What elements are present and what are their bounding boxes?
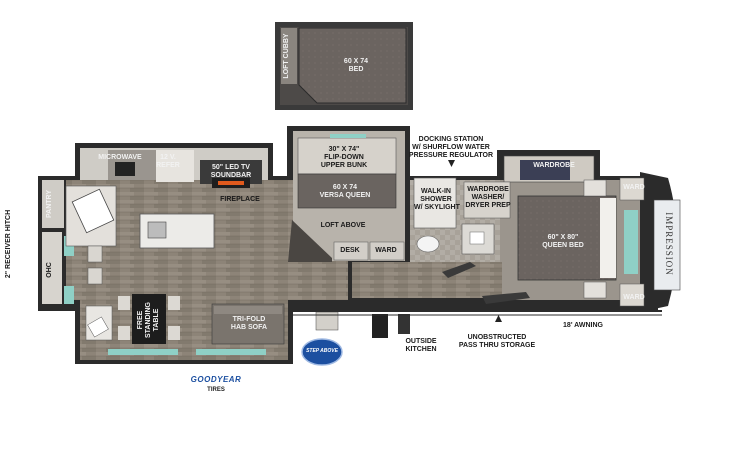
pass-thru-arrow xyxy=(495,315,502,322)
bathroom xyxy=(413,177,495,278)
free-standing-table xyxy=(118,294,180,344)
microwave-label: MICROWAVE xyxy=(98,154,142,161)
led-tv-label: 50" LED TV SOUNDBAR xyxy=(210,164,252,179)
receiver-hitch-label: 2" RECEIVER HITCH xyxy=(5,209,12,279)
desk-label: DESK xyxy=(340,247,360,254)
outside-kitchen-label: OUTSIDE KITCHEN xyxy=(405,338,437,353)
wardrobe-washer-label: WARDROBE WASHER/ DRYER PREP xyxy=(465,186,511,209)
versa-queen-room xyxy=(288,134,405,262)
ward-right-top-label: WARD xyxy=(623,184,645,191)
pantry-label: PANTRY xyxy=(46,190,53,218)
kitchen-island xyxy=(139,213,215,249)
wardrobe-top-label: WARDROBE xyxy=(533,162,575,169)
outside-kitchen-door xyxy=(372,314,388,338)
ward-right-bottom-label: WARD xyxy=(623,294,645,301)
tires-label: TIRES xyxy=(207,387,225,393)
loft-cubby-label: LOFT CUBBY xyxy=(283,33,290,79)
slide-out-bed-room xyxy=(275,22,413,110)
slide-bed-label: 60 X 74 BED xyxy=(343,58,369,73)
fireplace-label: FIREPLACE xyxy=(220,196,260,203)
impression-logo: IMPRESSION xyxy=(664,212,674,276)
ward-mid-label: WARD xyxy=(375,247,397,254)
master-bedroom xyxy=(463,155,645,307)
flip-bunk-label: 30" X 74" FLIP-DOWN UPPER BUNK xyxy=(320,146,368,169)
kitchen-counter xyxy=(65,150,194,247)
walkin-shower-label: WALK-IN SHOWER W/ SKYLIGHT xyxy=(414,188,460,211)
versa-queen-label: 60 X 74 VERSA QUEEN xyxy=(319,184,371,199)
pantry-cabinet xyxy=(42,180,64,228)
trifold-sofa xyxy=(211,303,285,345)
front-cap-plate xyxy=(653,199,681,291)
ohc-cabinet xyxy=(42,232,62,304)
refer-label: 12 V. REFER xyxy=(156,154,180,169)
window-bottom-right xyxy=(196,349,266,355)
docking-arrow xyxy=(448,160,455,167)
step-above-logo xyxy=(301,338,343,366)
ohc-label: OHC xyxy=(46,262,53,278)
step-above-text: STEP ABOVE xyxy=(306,348,338,354)
trifold-sofa-label: TRI-FOLD HAB SOFA xyxy=(230,316,268,331)
loft-above-label: LOFT ABOVE xyxy=(320,222,366,229)
pass-thru-label: UNOBSTRUCTED PASS THRU STORAGE xyxy=(458,334,536,349)
awning-label: 18' AWNING xyxy=(563,322,603,329)
window-bottom-left xyxy=(108,349,178,355)
free-table-label: FREE STANDING TABLE xyxy=(137,301,160,339)
queen-bed-label: 60" X 80" QUEEN BED xyxy=(542,234,584,249)
goodyear-logo: GOODYEAR xyxy=(190,375,242,384)
docking-station-label: DOCKING STATION W/ SHURFLOW WATER PRESSU… xyxy=(408,136,494,159)
